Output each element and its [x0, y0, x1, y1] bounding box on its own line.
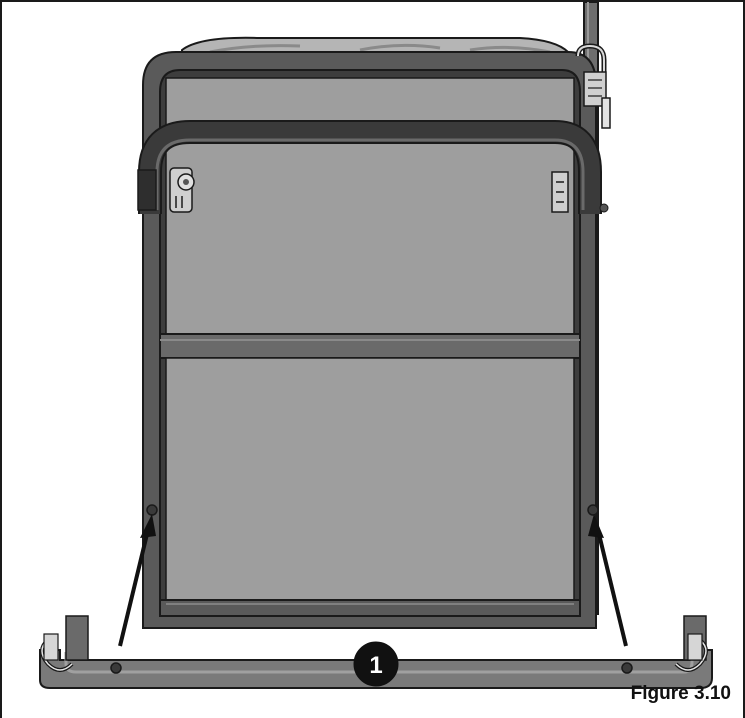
back-handle	[138, 120, 602, 214]
right-handle-clamp	[551, 171, 609, 213]
alignment-arrows	[118, 514, 628, 647]
pole-latch	[575, 43, 611, 129]
seat-cross-bar	[159, 333, 581, 359]
figure-caption: Figure 3.10	[630, 683, 731, 704]
tube-end-clips	[40, 633, 708, 672]
right-arrow-head	[588, 514, 604, 538]
left-arrow-head	[140, 514, 156, 538]
left-handle-clamp	[137, 167, 195, 213]
callout-marker: 1	[353, 641, 399, 687]
frame-mounting-holes	[146, 504, 599, 516]
seat-panel-lower	[159, 357, 581, 617]
callout-number: 1	[369, 652, 382, 679]
seat-panel-upper	[165, 77, 575, 335]
tube-holes	[110, 662, 633, 674]
